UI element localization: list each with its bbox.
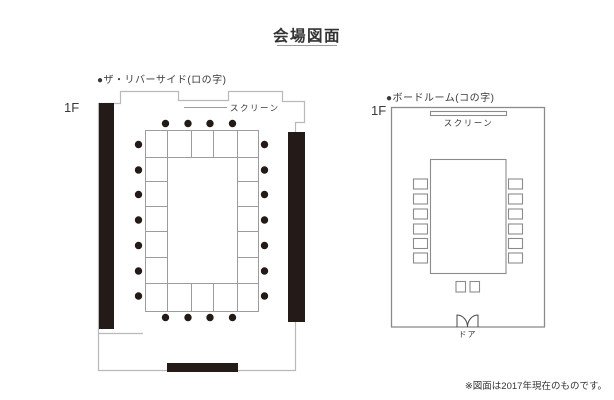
chair-dot: [184, 119, 192, 128]
chair-dot: [260, 166, 269, 174]
riverside-room-name: ザ・リバーサイド(ロの字): [103, 75, 227, 86]
chair-rect: [507, 252, 524, 264]
riverside-chairs: [134, 119, 269, 322]
chair-dot: [260, 292, 269, 300]
boardroom-room-label: ●ボードルーム(コの字): [386, 89, 494, 104]
chair-dot: [228, 313, 237, 322]
page-title: 会場図面: [272, 28, 341, 45]
chair-dot: [228, 119, 237, 128]
chair-rect: [412, 223, 429, 235]
chair-dot: [134, 267, 143, 275]
riverside-wall-left: [99, 103, 114, 329]
chair-dot: [161, 313, 170, 322]
riverside-wall-right: [288, 132, 305, 322]
chair-dot: [134, 292, 143, 300]
footnote: ※図面は2017年現在のものです。: [464, 381, 607, 392]
chair-dot: [134, 216, 143, 224]
boardroom-screen: [429, 110, 508, 117]
boardroom-chairs: [412, 178, 524, 293]
boardroom-room: [390, 106, 546, 328]
room-bullet-icon: ●: [97, 75, 104, 86]
chair-dot: [260, 190, 269, 199]
room-bullet-icon: ●: [386, 93, 393, 104]
boardroom-room-name: ボードルーム(コの字): [392, 93, 495, 104]
chair-dot: [206, 313, 214, 322]
chair-dot: [206, 119, 214, 128]
chair-dot: [260, 241, 269, 250]
chair-rect: [507, 178, 524, 190]
chair-dot: [260, 267, 269, 275]
riverside-table-ring: [145, 130, 259, 312]
chair-rect: [455, 280, 467, 293]
chair-rect: [469, 280, 481, 293]
riverside-doorway-bar: [167, 363, 238, 372]
boardroom-table: [429, 158, 507, 275]
chair-rect: [507, 208, 524, 220]
chair-rect: [507, 237, 524, 250]
chair-dot: [260, 140, 269, 149]
chair-rect: [412, 178, 429, 190]
chair-dot: [161, 119, 170, 128]
chair-dot: [134, 190, 143, 199]
door-swing-icon: [456, 314, 479, 328]
chair-rect: [412, 252, 429, 264]
riverside-room-label: ●ザ・リバーサイド(ロの字): [97, 71, 227, 86]
chair-rect: [412, 193, 429, 205]
chair-dot: [134, 140, 143, 149]
chair-rect: [412, 237, 429, 250]
title-underline: [277, 45, 337, 46]
chair-dot: [134, 166, 143, 174]
chair-dot: [184, 313, 192, 322]
riverside-room: [97, 90, 306, 372]
chair-dot: [134, 241, 143, 250]
boardroom-screen-label: スクリーン: [443, 118, 494, 128]
chair-rect: [507, 223, 524, 235]
chair-rect: [412, 208, 429, 220]
chair-dot: [260, 216, 269, 224]
riverside-screen-label: スクリーン: [230, 103, 280, 113]
boardroom-door-label: ドア: [458, 330, 477, 339]
boardroom-floor-label: 1F: [371, 103, 387, 118]
chair-rect: [507, 193, 524, 205]
riverside-floor-label: 1F: [64, 100, 80, 115]
